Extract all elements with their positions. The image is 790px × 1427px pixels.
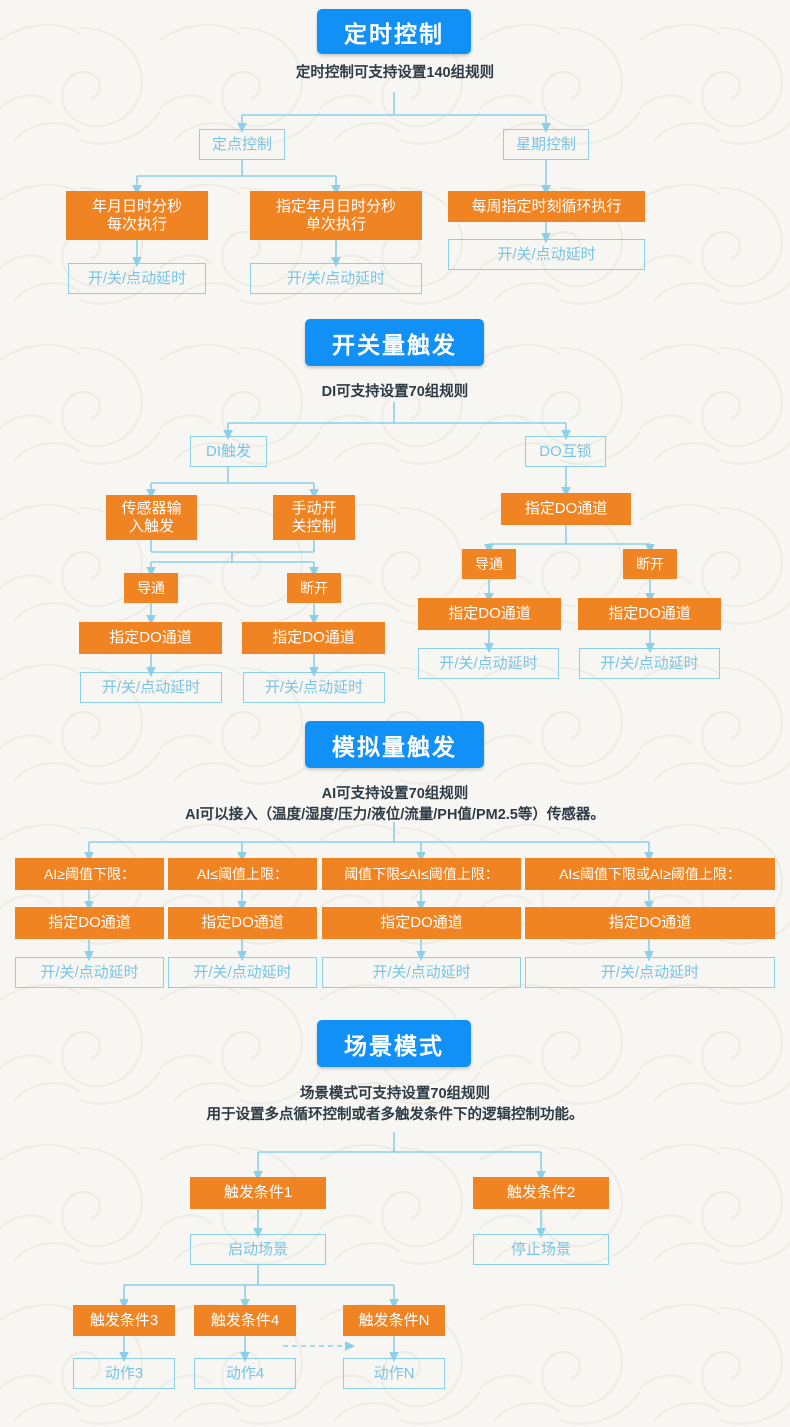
node-do-channel-root[interactable]: 指定DO通道 bbox=[501, 493, 631, 525]
node-ai-condition-1[interactable]: AI≥阈值下限： bbox=[15, 858, 164, 890]
node-action-onoff-delay-1[interactable]: 开/关/点动延时 bbox=[68, 263, 206, 294]
node-di-do-channel-2[interactable]: 指定DO通道 bbox=[242, 622, 385, 654]
node-di-action-2[interactable]: 开/关/点动延时 bbox=[243, 672, 385, 703]
node-ai-action-3[interactable]: 开/关/点动延时 bbox=[322, 957, 521, 988]
node-trigger-condition-n[interactable]: 触发条件N bbox=[343, 1305, 445, 1336]
section-badge-timing-control: 定时控制 bbox=[317, 9, 471, 54]
node-action-4[interactable]: 动作4 bbox=[194, 1358, 296, 1389]
node-di-do-channel-1[interactable]: 指定DO通道 bbox=[79, 622, 222, 654]
section-badge-scene-mode: 场景模式 bbox=[317, 1020, 471, 1067]
node-scene-stop[interactable]: 停止场景 bbox=[473, 1234, 609, 1265]
section-description-scene-mode: 场景模式可支持设置70组规则 用于设置多点循环控制或者多触发条件下的逻辑控制功能… bbox=[206, 1086, 584, 1123]
node-do-channel-1[interactable]: 指定DO通道 bbox=[418, 598, 561, 630]
node-trigger-condition-3[interactable]: 触发条件3 bbox=[73, 1305, 175, 1336]
node-ai-do-channel-4[interactable]: 指定DO通道 bbox=[525, 907, 775, 939]
node-do-action-1[interactable]: 开/关/点动延时 bbox=[418, 648, 559, 679]
node-ai-action-4[interactable]: 开/关/点动延时 bbox=[525, 957, 775, 988]
node-fixed-point-control[interactable]: 定点控制 bbox=[199, 129, 285, 160]
node-weekly-control[interactable]: 星期控制 bbox=[503, 129, 589, 160]
node-datetime-every-time[interactable]: 年月日时分秒 每次执行 bbox=[66, 191, 208, 240]
section-badge-digital-input-trigger: 开关量触发 bbox=[305, 319, 484, 366]
node-di-state-open[interactable]: 断开 bbox=[287, 573, 341, 603]
node-ai-action-2[interactable]: 开/关/点动延时 bbox=[168, 957, 317, 988]
node-do-interlock[interactable]: DO互锁 bbox=[525, 436, 606, 467]
node-di-trigger[interactable]: DI触发 bbox=[190, 436, 267, 467]
node-scene-start[interactable]: 启动场景 bbox=[190, 1234, 326, 1265]
node-do-action-2[interactable]: 开/关/点动延时 bbox=[579, 648, 720, 679]
node-action-n[interactable]: 动作N bbox=[343, 1358, 445, 1389]
node-trigger-condition-1[interactable]: 触发条件1 bbox=[190, 1177, 326, 1209]
node-datetime-once[interactable]: 指定年月日时分秒 单次执行 bbox=[250, 191, 422, 240]
node-ai-condition-3[interactable]: 阈值下限≤AI≤阈值上限： bbox=[322, 858, 521, 890]
node-manual-switch-control[interactable]: 手动开 关控制 bbox=[273, 495, 355, 540]
node-ai-do-channel-1[interactable]: 指定DO通道 bbox=[15, 907, 164, 939]
node-do-state-open[interactable]: 断开 bbox=[623, 549, 677, 579]
section-description-analog-trigger: AI可支持设置70组规则 AI可以接入（温度/湿度/压力/液位/流量/PH值/P… bbox=[185, 786, 605, 823]
node-ai-do-channel-3[interactable]: 指定DO通道 bbox=[322, 907, 521, 939]
node-ai-condition-2[interactable]: AI≤阈值上限： bbox=[168, 858, 317, 890]
node-di-state-closed[interactable]: 导通 bbox=[124, 573, 178, 603]
node-ai-action-1[interactable]: 开/关/点动延时 bbox=[15, 957, 164, 988]
node-action-onoff-delay-2[interactable]: 开/关/点动延时 bbox=[250, 263, 422, 294]
node-trigger-condition-2[interactable]: 触发条件2 bbox=[473, 1177, 609, 1209]
section-description-digital-input-trigger: DI可支持设置70组规则 bbox=[321, 384, 469, 400]
node-action-3[interactable]: 动作3 bbox=[73, 1358, 175, 1389]
section-description-timing-control: 定时控制可支持设置140组规则 bbox=[295, 65, 495, 81]
node-ai-condition-4[interactable]: AI≤阈值下限或AI≥阈值上限： bbox=[525, 858, 775, 890]
node-do-state-closed[interactable]: 导通 bbox=[462, 549, 516, 579]
node-di-action-1[interactable]: 开/关/点动延时 bbox=[80, 672, 222, 703]
node-do-channel-2[interactable]: 指定DO通道 bbox=[578, 598, 721, 630]
node-weekly-loop-execute[interactable]: 每周指定时刻循环执行 bbox=[448, 191, 645, 222]
node-trigger-condition-4[interactable]: 触发条件4 bbox=[194, 1305, 296, 1336]
node-ai-do-channel-2[interactable]: 指定DO通道 bbox=[168, 907, 317, 939]
section-badge-analog-trigger: 模拟量触发 bbox=[305, 721, 484, 768]
node-sensor-input-trigger[interactable]: 传感器输 入触发 bbox=[106, 495, 197, 540]
node-action-onoff-delay-3[interactable]: 开/关/点动延时 bbox=[448, 239, 645, 270]
